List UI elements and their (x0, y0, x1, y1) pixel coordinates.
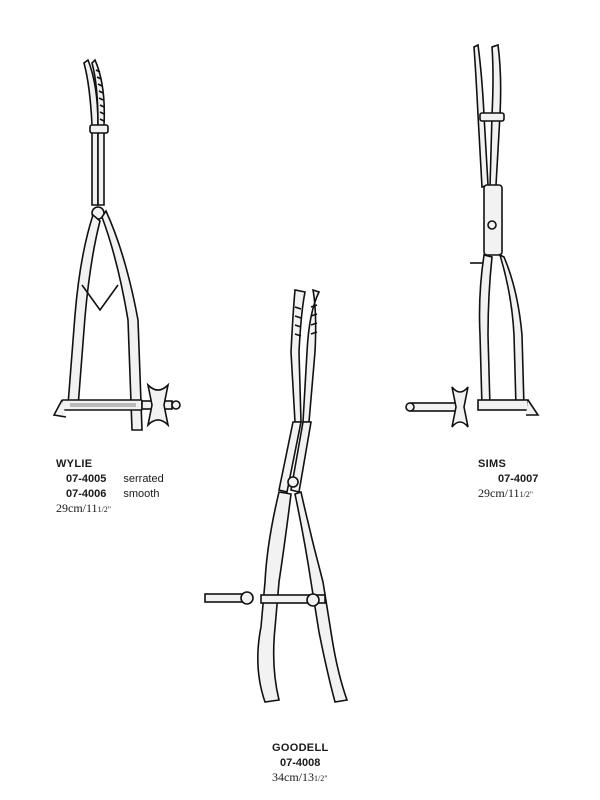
wylie-size: 29cm/111/2" (56, 501, 164, 517)
sims-speculum-illustration (405, 43, 540, 428)
sims-caption: SIMS 07-4007 29cm/111/2" (478, 457, 538, 502)
goodell-caption: GOODELL 07-4008 34cm/131/2" (272, 741, 329, 786)
sims-size: 29cm/111/2" (478, 486, 538, 502)
goodell-size: 34cm/131/2" (272, 770, 329, 786)
wylie-caption: WYLIE 07-4005 serrated 07-4006 smooth 29… (56, 457, 164, 517)
sims-size-main: 29cm/11 (478, 486, 520, 500)
goodell-size-fraction: 1/2" (314, 774, 328, 783)
wylie-size-fraction: 1/2" (97, 505, 112, 514)
goodell-name: GOODELL (272, 742, 329, 754)
sims-size-fraction: 1/2" (519, 490, 534, 499)
wylie-dilator-illustration (52, 58, 181, 431)
wylie-code-smooth: 07-4006 (66, 488, 107, 500)
wylie-desc-serrated: serrated (123, 473, 164, 485)
wylie-size-main: 29cm/11 (56, 501, 98, 515)
wylie-code-serrated: 07-4005 (66, 473, 107, 485)
wylie-variant-row: 07-4005 serrated (56, 471, 164, 486)
sims-code-row: 07-4007 (478, 471, 538, 486)
wylie-name: WYLIE (56, 458, 93, 470)
wylie-desc-smooth: smooth (123, 488, 160, 500)
goodell-code-row: 07-4008 (272, 755, 329, 770)
sims-name: SIMS (478, 458, 507, 470)
goodell-dilator-illustration (204, 288, 349, 703)
sims-code: 07-4007 (498, 473, 539, 485)
goodell-code: 07-4008 (280, 757, 321, 769)
wylie-variant-row: 07-4006 smooth (56, 486, 164, 501)
goodell-size-main: 34cm/13 (272, 770, 314, 784)
